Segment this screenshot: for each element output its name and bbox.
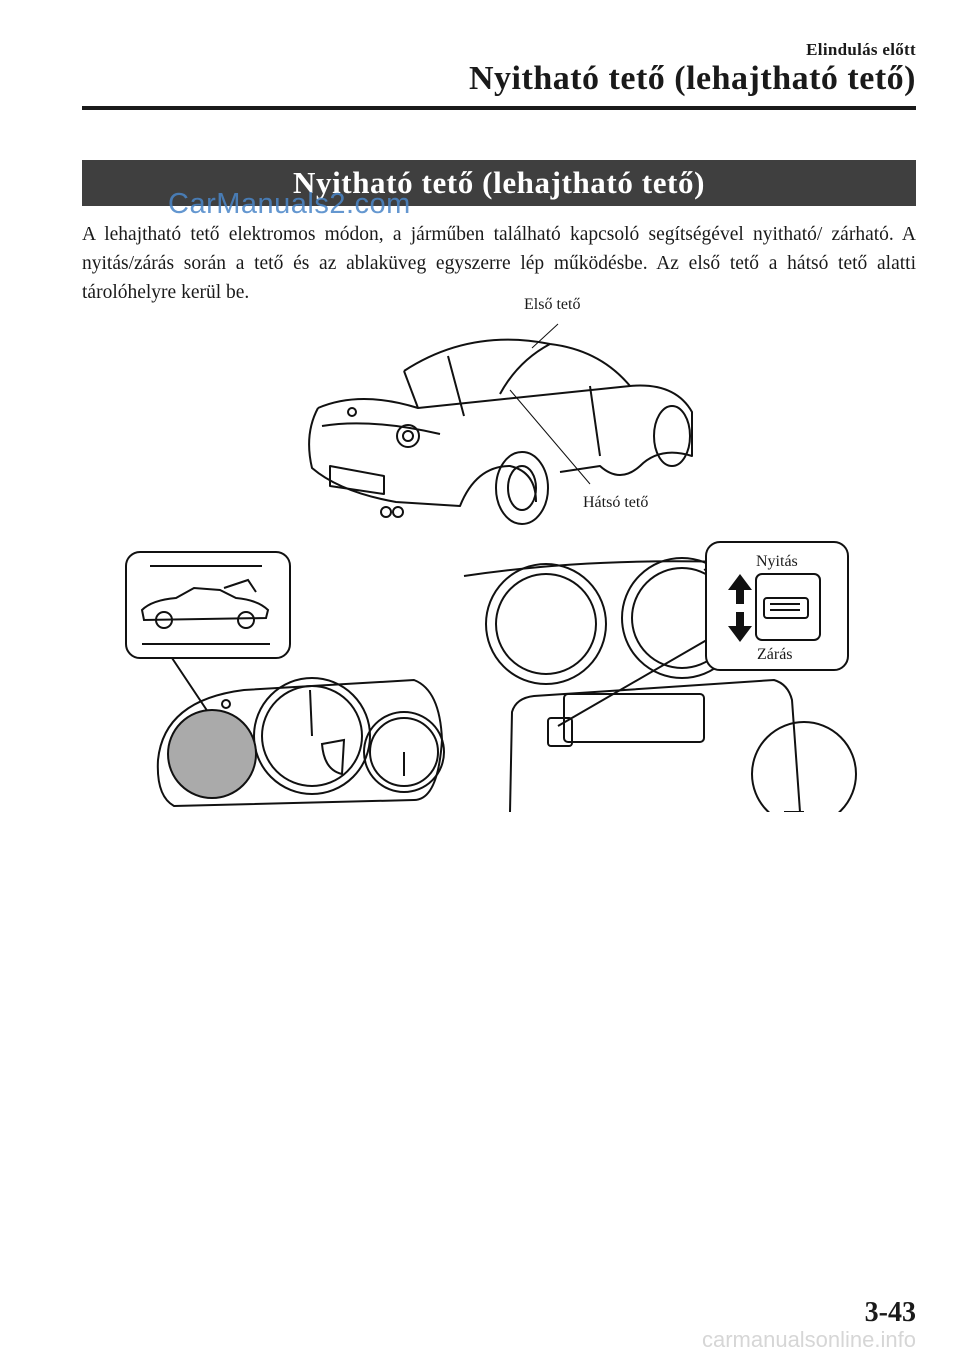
open-label: Nyitás [756,553,798,570]
close-label: Zárás [757,646,793,663]
watermark: CarManuals2.com [168,188,411,220]
roof-indicator-highlight [167,709,257,799]
rear-roof-label: Hátsó tető [583,494,649,511]
section-label: Elindulás előtt [806,40,916,59]
car-illustration [308,323,693,525]
footer-site: carmanualsonline.info [701,1327,916,1352]
car-figure [300,316,700,531]
dashboard-illustration [125,541,857,827]
dashboard-figure [124,540,884,827]
body-paragraph: A lehajtható tető elektromos módon, a já… [82,224,916,303]
header-rule [82,106,916,110]
open-arrow-icon [728,574,752,604]
close-arrow-icon [728,612,752,642]
page-number: 3-43 [864,1297,916,1328]
front-roof-label: Első tető [524,296,581,313]
chapter-title: Nyitható tető (lehajtható tető) [469,60,916,97]
section-banner: Nyitható tető (lehajtható tető) [82,160,916,206]
